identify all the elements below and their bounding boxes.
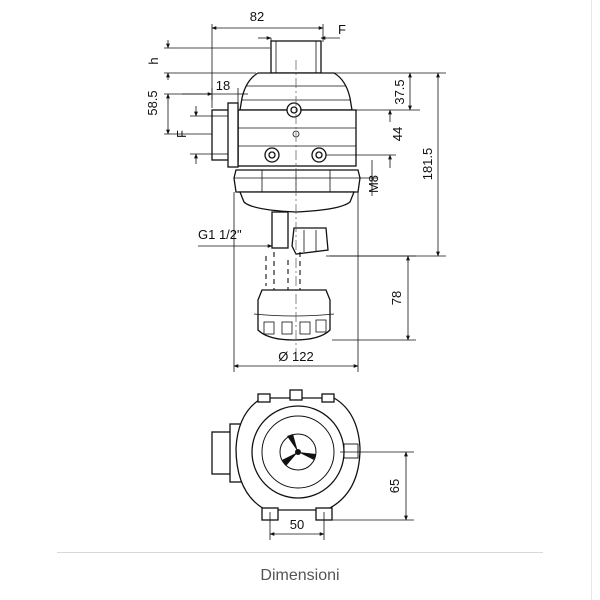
- dim-width-label: 50: [290, 517, 304, 532]
- dim-bowl-label: 78: [389, 291, 404, 305]
- filter-body: [237, 109, 357, 167]
- dim-overall-label: 181.5: [420, 148, 435, 181]
- dim-top-width-label: 82: [250, 9, 264, 24]
- dim-drain-label: G1 1/2": [198, 227, 242, 242]
- side-view: [211, 40, 361, 341]
- dim-inlet-height-label: 58.5: [145, 90, 160, 115]
- dim-upper-label: 37.5: [392, 79, 407, 104]
- dim-thread-f-side-label: F: [174, 130, 189, 138]
- dim-h-label: h: [146, 57, 161, 64]
- drain-valve-handle: [291, 227, 329, 255]
- drain-knob: [282, 434, 316, 466]
- drain-stem: [271, 211, 289, 249]
- cartridge-dashed: [265, 252, 301, 292]
- clamp-ring: [233, 169, 361, 193]
- dim-thread-f-top-label: F: [338, 22, 346, 37]
- top-dimensions: [269, 451, 414, 540]
- dim-offset-label: 65: [387, 479, 402, 493]
- side-dimension-labels: 82 F h 58.5 18 F 37.5 44 181.5 M8 G1 1/2…: [145, 9, 435, 364]
- dim-diameter-label: Ø 122: [278, 349, 313, 364]
- side-dimensions: [164, 24, 446, 372]
- caption-divider: [57, 552, 543, 553]
- bolt-right: [311, 147, 327, 163]
- dim-bolt-label: M8: [366, 175, 381, 193]
- page-edge-line: [591, 0, 592, 600]
- bolt-upper: [286, 102, 302, 118]
- filter-bowl: [239, 191, 355, 213]
- top-dimension-labels: 65 50: [290, 479, 402, 532]
- middle-ring: [261, 415, 335, 489]
- inner-ring: [279, 433, 317, 471]
- bolt-left: [264, 147, 280, 163]
- dim-inlet-len-label: 18: [216, 78, 230, 93]
- figure-caption: Dimensioni: [260, 567, 340, 584]
- dim-mid-label: 44: [390, 127, 405, 141]
- top-view: [211, 389, 361, 521]
- lower-cap: [257, 289, 331, 341]
